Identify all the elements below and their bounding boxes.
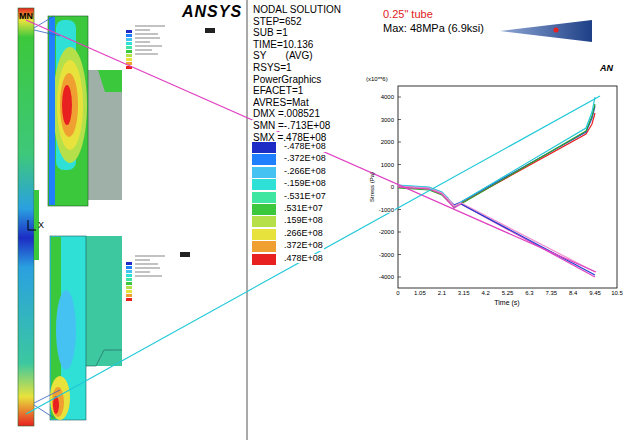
legend-swatch (252, 154, 276, 165)
axis-triad (28, 220, 36, 230)
x-tick-label: 10.5 (610, 290, 624, 297)
leader-line (26, 96, 600, 414)
solution-info: SUB =1 (252, 27, 289, 38)
x-tick-label: 8.4 (568, 290, 578, 297)
y-tick-label: -2000 (378, 229, 395, 236)
ansys-logo: ANSYS (182, 3, 242, 21)
solution-info: NODAL SOLUTION (252, 4, 342, 15)
x-tick-label: 4.2 (480, 290, 490, 297)
legend-swatch (252, 179, 276, 190)
max-stress-note: Max: 48MPa (6.9ksi) (383, 22, 484, 34)
y-tick-label: -1000 (378, 206, 395, 213)
legend-value: -.531E+07 (283, 192, 327, 202)
solution-info: AVRES=Mat (252, 97, 310, 108)
solution-info: EFACET=1 (252, 85, 304, 96)
tube-wedge-icon (500, 20, 592, 42)
x-tick-label: 6.3 (524, 290, 534, 297)
legend-swatch (252, 167, 276, 178)
x-tick-label: 3.15 (457, 290, 471, 297)
solution-info: RSYS=1 (252, 62, 293, 73)
axis-multiplier: (x10**6) (366, 76, 388, 83)
x-tick-label: 0 (395, 290, 400, 297)
solution-info: PowerGraphics (252, 74, 322, 85)
callout-arrow (34, 16, 60, 418)
legend-value: -.478E+08 (283, 142, 327, 152)
chart-frame (398, 86, 617, 288)
x-tick-label: 2.1 (437, 290, 447, 297)
legend-value: .478E+08 (283, 254, 324, 264)
solution-info: TIME=10.136 (252, 39, 314, 50)
legend-value: -.159E+08 (283, 179, 327, 189)
solution-info: SMX =.478E+08 (252, 132, 327, 143)
legend-swatch (252, 241, 276, 252)
legend-value: .531E+07 (283, 204, 324, 214)
y-tick-label: 1000 (380, 161, 395, 168)
y-tick-label: 2000 (380, 139, 395, 146)
separator-line (247, 0, 248, 440)
x-axis-title: Time (s) (493, 299, 520, 307)
x-tick-label: 1.05 (413, 290, 427, 297)
x-tick-label: 5.25 (501, 290, 515, 297)
y-tick-label: -4000 (378, 274, 395, 281)
solution-info: STEP=652 (252, 16, 303, 27)
legend-value: -.266E+08 (283, 167, 327, 177)
y-tick-label: -3000 (378, 251, 395, 258)
solution-info: DMX =.008521 (252, 108, 321, 119)
x-tick-label: 9.45 (588, 290, 602, 297)
tube-title: 0.25" tube (383, 8, 433, 20)
ansys-logo: AN (600, 64, 613, 74)
min-marker: MN (19, 12, 33, 22)
legend-value: .372E+08 (283, 241, 324, 251)
legend-value: .159E+08 (283, 216, 324, 226)
y-tick-label: 4000 (380, 94, 395, 101)
legend-swatch (252, 254, 276, 265)
legend-swatch (252, 216, 276, 227)
top-inset (48, 16, 215, 206)
bottom-inset (50, 236, 190, 420)
legend-swatch (252, 192, 276, 203)
y-tick-label: 3000 (380, 116, 395, 123)
legend-swatch (252, 229, 276, 240)
legend-value: -.372E+08 (283, 154, 327, 164)
y-axis-title: Stress (Pa) (369, 172, 376, 202)
legend-swatch (252, 142, 276, 153)
max-point-dot (554, 28, 559, 33)
y-tick-label: 0 (390, 184, 395, 191)
solution-info: SY (AVG) (252, 50, 314, 61)
tube-model (18, 8, 34, 426)
legend-value: .266E+08 (283, 229, 324, 239)
solution-info: SMN =-.713E+08 (252, 120, 331, 131)
axis-label: X (38, 221, 44, 231)
x-tick-label: 7.35 (544, 290, 558, 297)
legend-swatch (252, 204, 276, 215)
stress-curves (398, 97, 595, 277)
